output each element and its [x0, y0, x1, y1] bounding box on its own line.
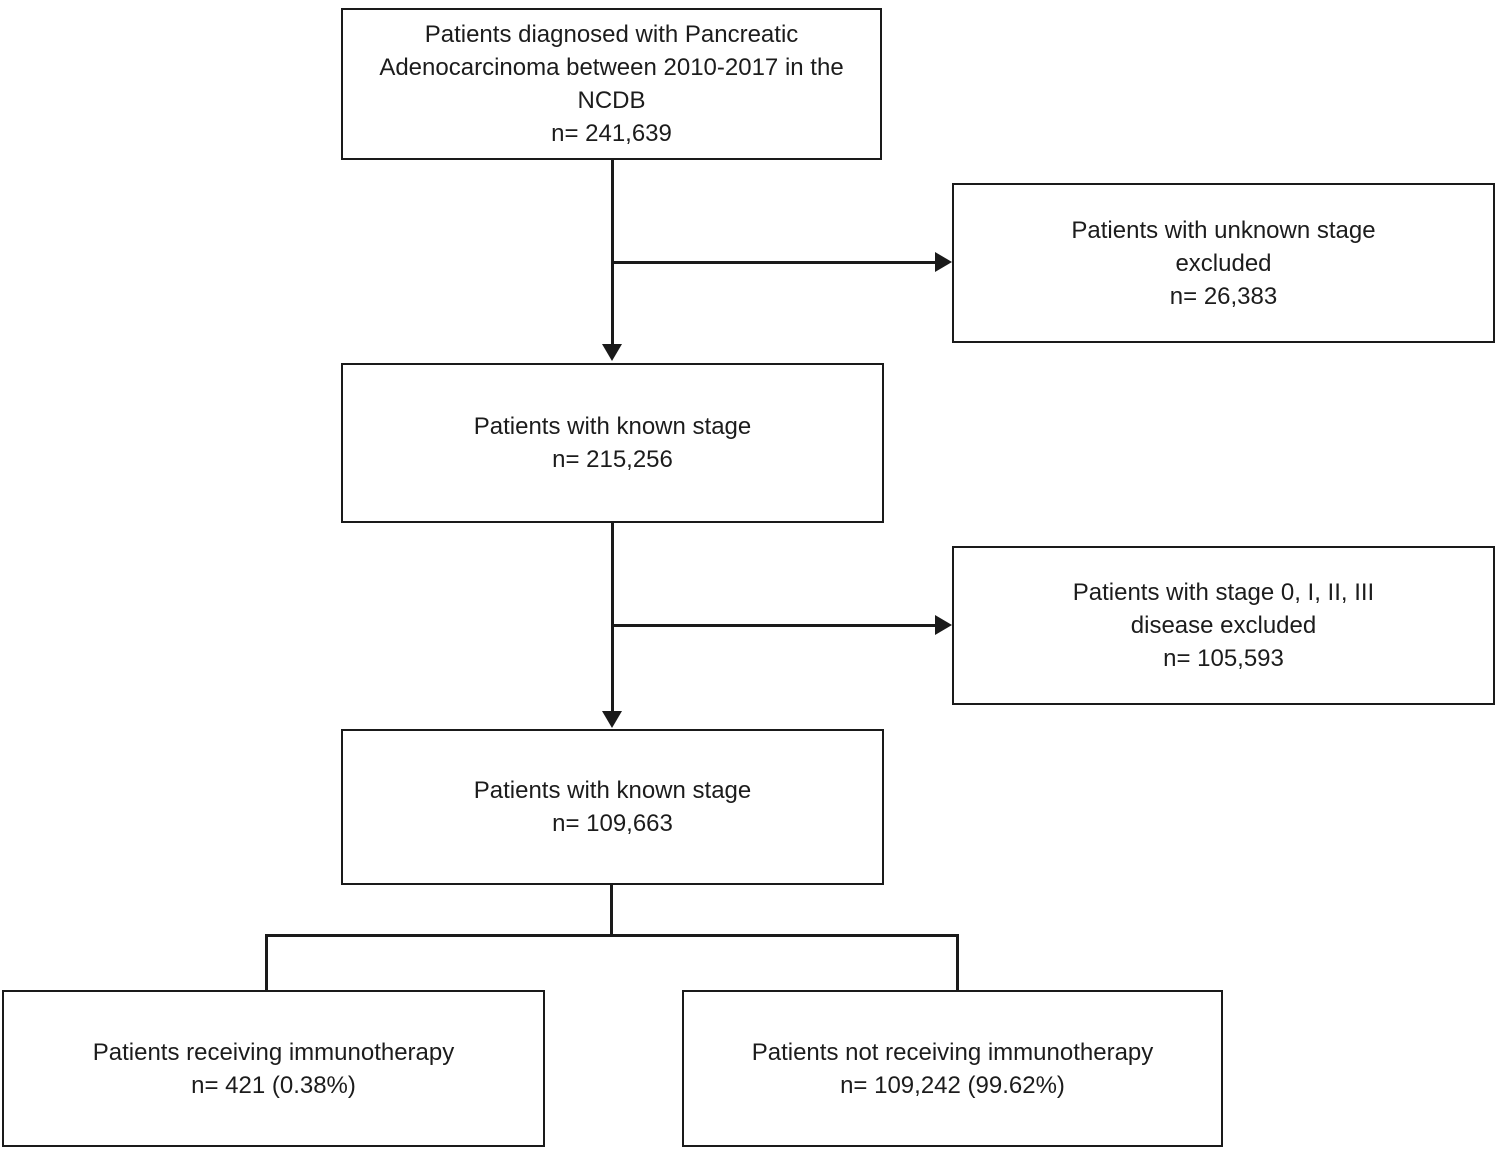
box-no-immunotherapy: Patients not receiving immunotherapy n= … [682, 990, 1223, 1147]
box-text-line: disease excluded [1130, 612, 1317, 639]
box-text-line: Adenocarcinoma between 2010-2017 in the [379, 54, 844, 81]
box-count: n= 105,593 [1163, 645, 1284, 672]
box-excluded-unknown-stage: Patients with unknown stage excluded n= … [952, 183, 1495, 343]
arrowhead-down-icon [602, 711, 622, 728]
box-text-line: Patients with known stage [473, 777, 752, 804]
box-count: n= 109,242 (99.62%) [840, 1071, 1065, 1099]
connector-split-stem [610, 885, 613, 937]
connector-split-horizontal [265, 934, 959, 937]
box-count: n= 215,256 [552, 446, 673, 473]
connector-drop-right [956, 934, 959, 992]
arrowhead-right-icon [935, 615, 952, 635]
box-text-line: Patients with unknown stage [1071, 216, 1376, 244]
connector-known-stage-to-final [611, 523, 614, 711]
box-count: n= 241,639 [551, 120, 672, 147]
arrowhead-down-icon [602, 344, 622, 361]
connector-branch-excluded-unknown [611, 261, 937, 264]
box-immunotherapy: Patients receiving immunotherapy n= 421 … [2, 990, 545, 1147]
arrowhead-right-icon [935, 252, 952, 272]
connector-cohort-to-known-stage [611, 160, 614, 345]
box-text-line: excluded [1175, 249, 1272, 277]
box-count: n= 26,383 [1169, 282, 1278, 310]
box-count: n= 421 (0.38%) [191, 1071, 356, 1099]
box-initial-cohort: Patients diagnosed with Pancreatic Adeno… [341, 8, 882, 160]
box-text-line: Patients with stage 0, I, II, III [1072, 579, 1375, 606]
box-text-line: NCDB [577, 87, 646, 114]
connector-branch-excluded-early-stage [611, 624, 937, 627]
box-text-line: Patients diagnosed with Pancreatic [424, 21, 799, 48]
box-text-line: Patients not receiving immunotherapy [751, 1038, 1154, 1066]
connector-drop-left [265, 934, 268, 992]
box-excluded-early-stage: Patients with stage 0, I, II, III diseas… [952, 546, 1495, 705]
box-known-stage: Patients with known stage n= 215,256 [341, 363, 884, 523]
box-text-line: Patients with known stage [473, 413, 752, 440]
box-final-stage-group: Patients with known stage n= 109,663 [341, 729, 884, 885]
box-count: n= 109,663 [552, 810, 673, 837]
box-text-line: Patients receiving immunotherapy [92, 1038, 455, 1066]
